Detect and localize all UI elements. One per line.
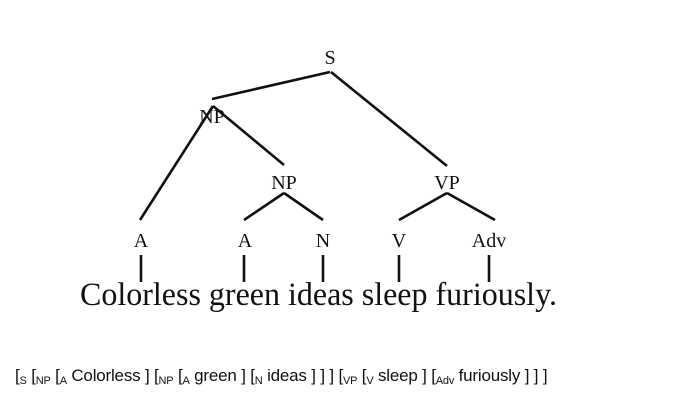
- word: furiously: [458, 366, 521, 385]
- category-label: NP: [35, 375, 51, 387]
- category-label: A: [182, 375, 190, 387]
- open-bracket: [VP: [338, 366, 358, 387]
- close-bracket: ]: [241, 366, 246, 385]
- edge-np2-n: [283, 191, 324, 222]
- open-bracket: [Adv: [431, 366, 455, 387]
- syntax-tree: S NP NP VP A A N V Adv Colorless green i…: [80, 47, 557, 313]
- node-v-sleep: V: [392, 230, 407, 252]
- edge-np-a: [138, 105, 215, 221]
- close-bracket: ]: [144, 366, 150, 385]
- open-bracket: [A: [177, 366, 190, 387]
- close-bracket: ]: [311, 366, 316, 385]
- category-label: Adv: [435, 375, 455, 387]
- edge-s-np: [211, 70, 331, 101]
- node-n-ideas: N: [316, 230, 330, 252]
- open-bracket: [S: [15, 366, 27, 387]
- edge-s-vp: [330, 70, 448, 168]
- category-label: VP: [342, 375, 358, 387]
- category-label: V: [366, 375, 374, 387]
- word: Colorless: [71, 366, 141, 385]
- close-bracket: ]: [524, 366, 530, 385]
- edge-vp-adv: [446, 191, 496, 222]
- word: ideas: [267, 366, 307, 385]
- category-label: A: [59, 375, 67, 387]
- close-bracket: ]: [533, 366, 539, 385]
- bracketed-notation: [S [NP [A Colorless ] [NP [A green ] [N …: [15, 366, 548, 387]
- word: sleep: [377, 366, 418, 385]
- open-bracket: [NP: [154, 366, 174, 387]
- node-vp: VP: [434, 172, 460, 194]
- category-label: S: [19, 375, 27, 387]
- node-adv-furiously: Adv: [472, 230, 506, 252]
- category-label: NP: [158, 375, 174, 387]
- close-bracket: ]: [329, 366, 334, 385]
- open-bracket: [NP: [31, 366, 51, 387]
- word: green: [194, 366, 237, 385]
- node-a-green: A: [238, 230, 253, 252]
- open-bracket: [A: [55, 366, 67, 387]
- category-label: N: [254, 375, 263, 387]
- sentence: Colorless green ideas sleep furiously.: [80, 277, 557, 313]
- close-bracket: ]: [320, 366, 325, 385]
- open-bracket: [N: [250, 366, 263, 387]
- open-bracket: [V: [361, 366, 374, 387]
- edge-np-np: [212, 105, 285, 166]
- node-np-inner: NP: [271, 172, 297, 194]
- edge-vp-v: [398, 191, 448, 222]
- node-s: S: [324, 47, 335, 69]
- close-bracket: ]: [542, 366, 548, 385]
- close-bracket: ]: [422, 366, 427, 385]
- edge-np2-a: [243, 191, 285, 222]
- node-np: NP: [199, 106, 225, 128]
- node-a-colorless: A: [134, 230, 149, 252]
